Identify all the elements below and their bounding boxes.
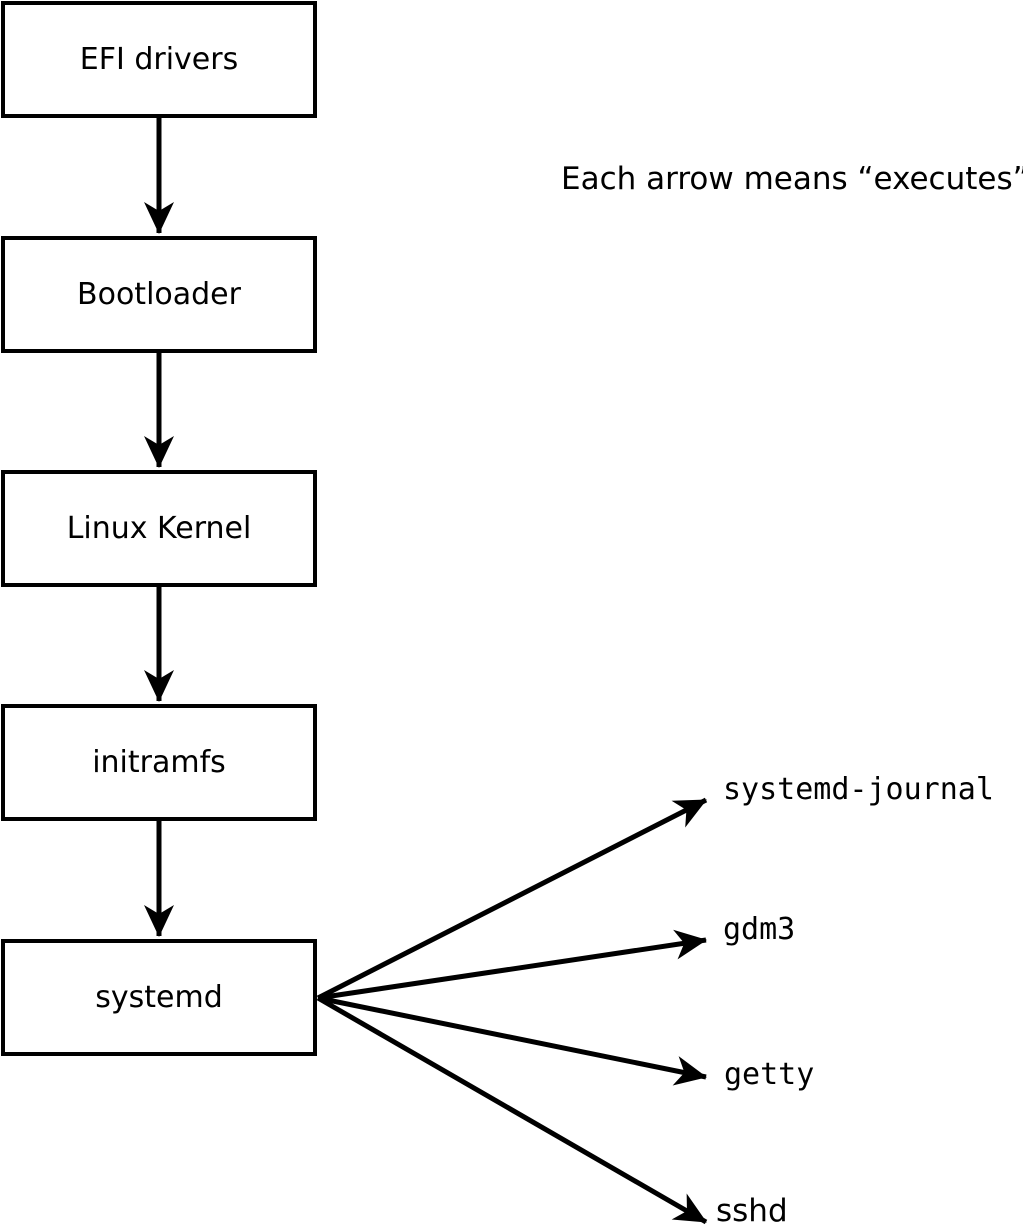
arrow-systemd-to-sshd [316,995,708,1225]
node-initramfs-label: initramfs [92,745,226,780]
legend-note: Each arrow means “executes”. [561,161,1023,197]
label-systemd-journal: systemd-journal [723,772,994,807]
node-systemd: systemd [1,939,317,1056]
node-systemd-label: systemd [95,980,223,1015]
node-efi-drivers-label: EFI drivers [79,42,239,77]
node-initramfs: initramfs [1,704,317,821]
label-getty: getty [724,1057,815,1092]
arrow-systemd-to-getty [317,995,707,1086]
node-linux-kernel-label: Linux Kernel [66,511,252,546]
node-bootloader-label: Bootloader [77,277,241,312]
arrow-systemd-to-systemd-journal [316,797,708,1001]
node-efi-drivers: EFI drivers [1,1,317,118]
label-sshd: sshd [716,1193,788,1229]
label-gdm3: gdm3 [723,912,796,947]
arrow-systemd-to-gdm3 [317,929,707,1001]
node-linux-kernel: Linux Kernel [1,470,317,587]
node-bootloader: Bootloader [1,236,317,353]
